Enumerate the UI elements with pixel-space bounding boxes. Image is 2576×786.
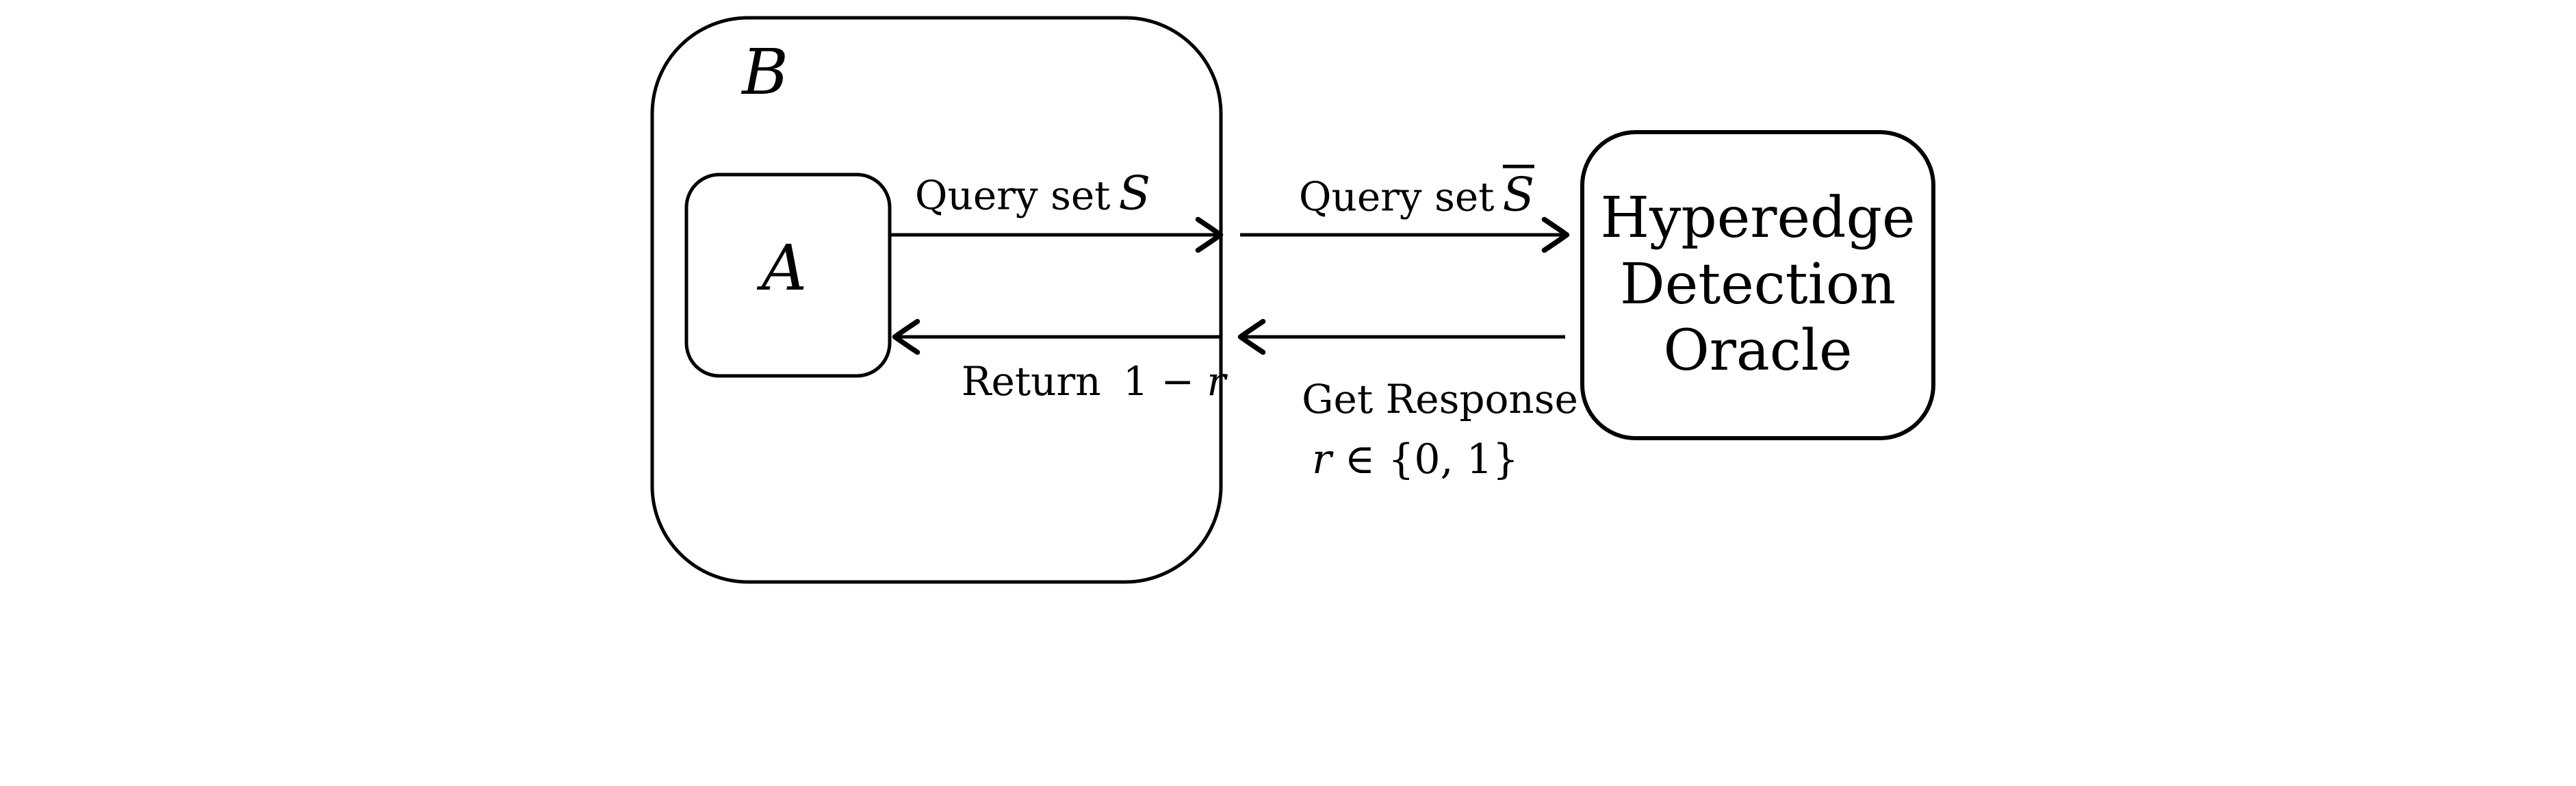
oracle-label-line2: Detection — [1619, 252, 1896, 318]
label-return-1-minus-r: Return 1 − r — [961, 358, 1226, 405]
oracle-label-line1: Hyperedge — [1600, 186, 1916, 251]
query-s-var: S — [1118, 166, 1151, 221]
return-math-pre: 1 − — [1123, 358, 1194, 405]
box-b-label: B — [742, 36, 788, 109]
box-a-outline — [684, 173, 892, 378]
oracle-label-line3: Oracle — [1663, 318, 1853, 383]
box-a-label: A — [761, 231, 808, 305]
return-math-var: r — [1207, 358, 1226, 405]
oracle-box-label: Hyperedge Detection Oracle — [1582, 132, 1933, 438]
response-domain-rest: ∈ {0, 1} — [1344, 435, 1519, 483]
label-get-response: Get Response — [1302, 376, 1578, 423]
response-domain-var: r — [1311, 435, 1332, 483]
query-s-text: Query set — [914, 172, 1111, 219]
query-s-bar-var: S — [1502, 164, 1535, 222]
return-text: Return — [961, 358, 1101, 405]
label-response-domain: r ∈ {0, 1} — [1312, 437, 1519, 482]
box-b-outline — [650, 16, 1223, 584]
oracle-box-outline — [1580, 130, 1935, 440]
query-s-bar-text: Query set — [1298, 173, 1495, 220]
get-response-text: Get Response — [1302, 376, 1578, 423]
